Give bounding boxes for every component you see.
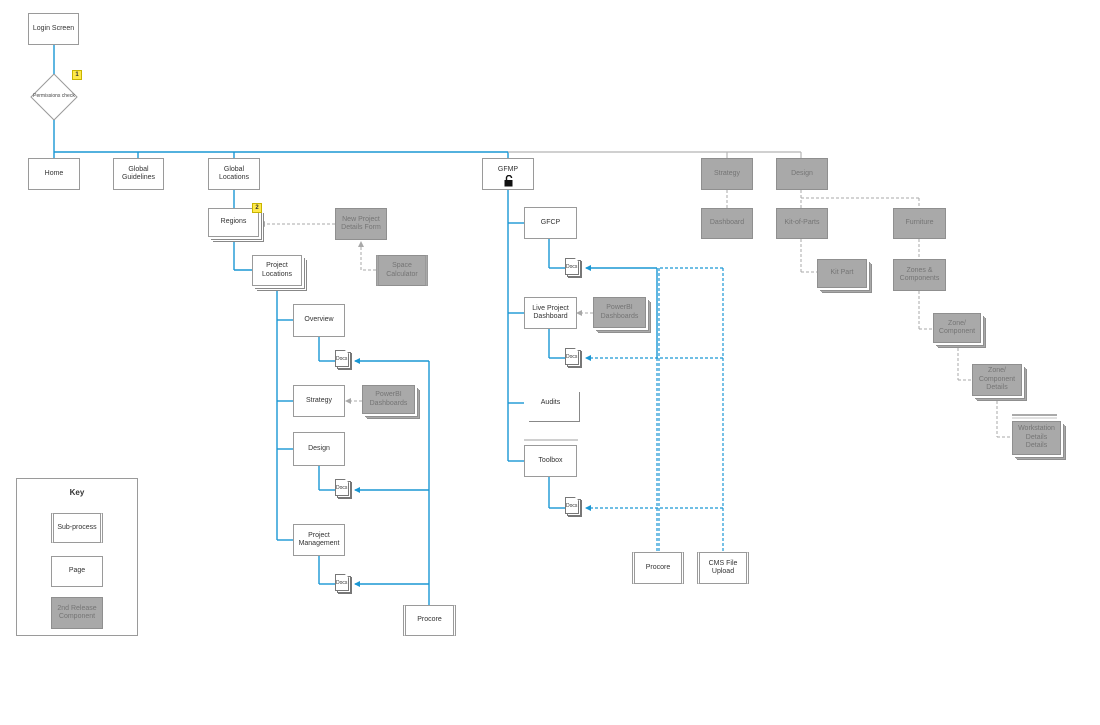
legend-frame [16, 478, 138, 636]
legend-release2-sample: 2nd Release Component [51, 597, 103, 629]
lock-open-icon [504, 175, 513, 187]
docs-design-icon: Docs [335, 479, 352, 499]
powerbi-dashboards-gfmp: PowerBI Dashboards [593, 297, 646, 328]
zone-component-details-page: Zone/ Component Details [972, 364, 1022, 396]
legend-title: Key [69, 488, 85, 497]
legend-page-sample: Page [51, 556, 103, 587]
note-badge-1: 1 [72, 70, 82, 80]
procore-subprocess-left: Procore [403, 605, 456, 636]
global-locations-page: Global Locations [208, 158, 260, 190]
toolbox-page: Toolbox [524, 445, 577, 477]
new-project-details-form: New Project Details Form [335, 208, 387, 240]
workstation-details-page: Workstation Details Details [1012, 421, 1061, 455]
overview-page: Overview [293, 304, 345, 337]
audits-page: Audits [524, 387, 577, 419]
project-locations-page: Project Locations [252, 255, 302, 286]
docs-toolbox-icon: Docs [565, 497, 582, 517]
login-screen-page: Login Screen [28, 13, 79, 45]
kit-part-page: Kit Part [817, 259, 867, 288]
strategy-section-page: Strategy [701, 158, 753, 190]
strategy-page: Strategy [293, 385, 345, 417]
design-page: Design [293, 432, 345, 466]
global-guidelines-page: Global Guidelines [113, 158, 164, 190]
docs-gfcp-icon: Docs [565, 258, 582, 278]
project-management-page: Project Management [293, 524, 345, 556]
permissions-check-decision: Permissions check [33, 93, 75, 100]
cms-file-upload-subprocess: CMS File Upload [697, 552, 749, 584]
design-section-page: Design [776, 158, 828, 190]
gfcp-page: GFCP [524, 207, 577, 239]
kit-of-parts-page: Kit-of-Parts [776, 208, 828, 239]
docs-label: Docs [336, 356, 348, 362]
powerbi-dashboards-strategy: PowerBI Dashboards [362, 385, 415, 414]
live-project-dashboard-page: Live Project Dashboard [524, 297, 577, 329]
space-calculator-subprocess: Space Calculator [376, 255, 428, 286]
zone-component-page: Zone/ Component [933, 313, 981, 343]
zones-components-page: Zones & Components [893, 259, 946, 291]
docs-live-dashboard-icon: Docs [565, 348, 582, 368]
note-badge-2: 2 [252, 203, 262, 213]
docs-label: Docs [336, 580, 348, 586]
home-page: Home [28, 158, 80, 190]
docs-project-management-icon: Docs [335, 574, 352, 594]
strategy-dashboard-page: Dashboard [701, 208, 753, 239]
legend-subprocess-sample: Sub-process [51, 513, 103, 543]
docs-label: Docs [566, 264, 578, 270]
regions-page: Regions [208, 208, 259, 237]
docs-label: Docs [566, 503, 578, 509]
docs-overview-icon: Docs [335, 350, 352, 370]
docs-label: Docs [566, 354, 578, 360]
furniture-page: Furniture [893, 208, 946, 239]
procore-subprocess-right: Procore [632, 552, 684, 584]
docs-label: Docs [336, 485, 348, 491]
